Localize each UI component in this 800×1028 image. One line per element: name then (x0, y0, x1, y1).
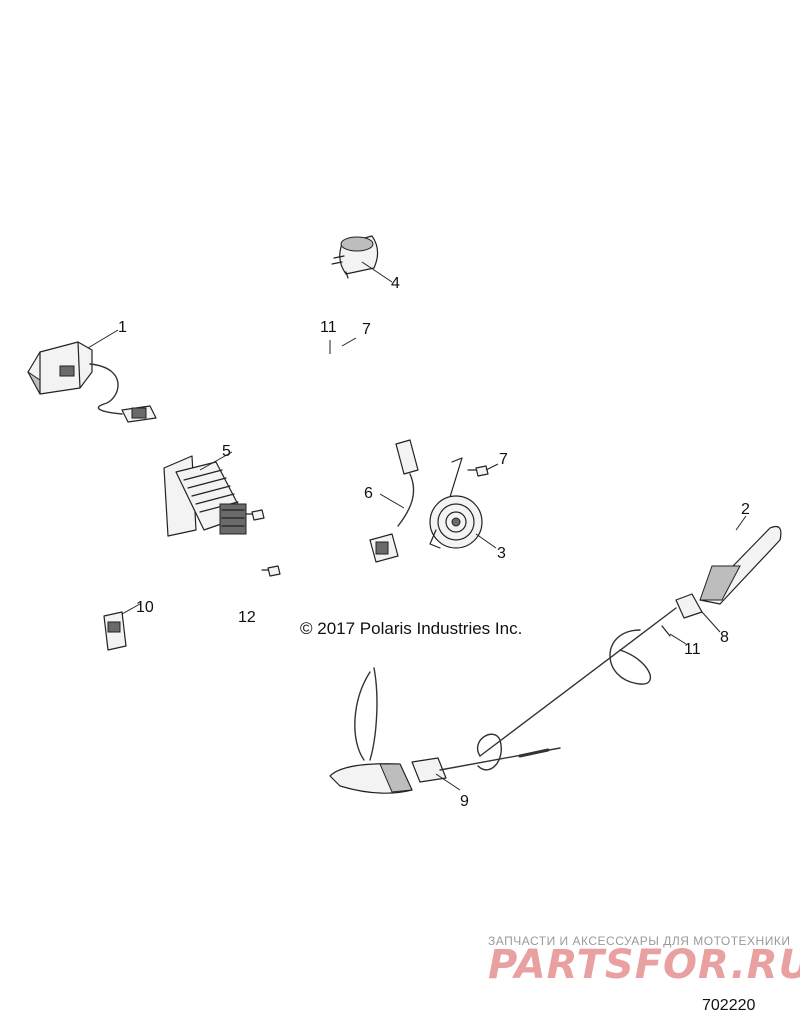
part-4-relay (331, 235, 379, 279)
watermark-tagline: ЗАПЧАСТИ И АКСЕССУАРЫ ДЛЯ МОТОТЕХНИКИ (488, 934, 790, 948)
part-10-connector (103, 611, 127, 651)
callout-5: 5 (222, 443, 231, 460)
callout-12: 12 (238, 609, 256, 626)
callout-3: 3 (497, 545, 506, 562)
diagram-code: 702220 (702, 997, 755, 1014)
callout-1: 1 (118, 319, 127, 336)
callout-2: 2 (741, 501, 750, 518)
watermark: ЗАПЧАСТИ И АКСЕССУАРЫ ДЛЯ МОТОТЕХНИКИ PA… (488, 934, 800, 988)
part-6-wire-connector (369, 439, 419, 563)
callout-8: 8 (720, 629, 729, 646)
part-3-horn (429, 457, 489, 549)
callout-9: 9 (460, 793, 469, 810)
part-2-turn-signal-right (479, 525, 782, 757)
watermark-logo: PARTSFOR.RU (488, 942, 800, 988)
watermark-logo-right: FOR.RU (635, 942, 800, 988)
callout-11-signal: 11 (684, 641, 701, 658)
callout-4: 4 (391, 275, 400, 292)
callout-7-horn: 7 (499, 451, 508, 468)
part-1-module (27, 341, 157, 423)
callout-10: 10 (136, 599, 154, 616)
callout-11-top: 11 (320, 319, 337, 336)
leader-lines (87, 261, 747, 791)
callout-labels: 1 2 3 4 5 6 7 7 8 9 10 11 11 12 (118, 275, 750, 810)
part-5-control-module (163, 455, 281, 577)
part-9-turn-signal-left (329, 667, 561, 794)
copyright-notice: © 2017 Polaris Industries Inc. (300, 619, 522, 638)
callout-6: 6 (364, 485, 373, 502)
callout-7-top: 7 (362, 321, 371, 338)
watermark-logo-left: PARTS (488, 942, 635, 988)
